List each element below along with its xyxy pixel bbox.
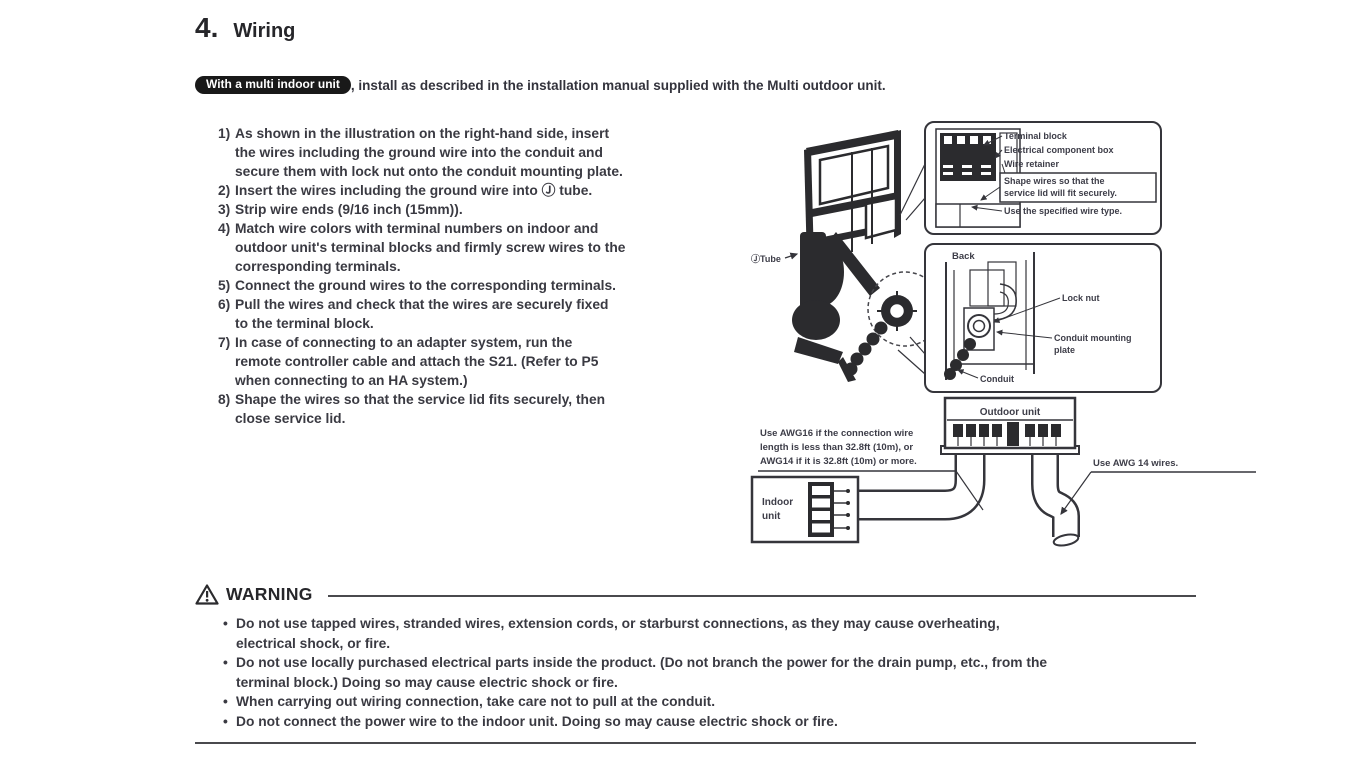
awg-note-line: length is less than 32.8ft (10m), or	[760, 442, 913, 453]
awg-wire-note: Use AWG16 if the connection wire length …	[758, 428, 984, 511]
step-line: remote controller cable and attach the S…	[235, 354, 599, 369]
awg14-note-text: Use AWG 14 wires.	[1093, 458, 1178, 469]
step-line: secure them with lock nut onto the condu…	[235, 164, 623, 179]
step-number: 2)	[218, 183, 231, 198]
step-line: Shape the wires so that the service lid …	[235, 392, 606, 407]
step-line: outdoor unit's terminal blocks and firml…	[235, 240, 626, 255]
tube-label: ⒿTube	[751, 252, 799, 264]
step-number: 1)	[218, 126, 231, 141]
warning-line: Do not connect the power wire to the ind…	[236, 713, 838, 729]
warning-list: • Do not use tapped wires, stranded wire…	[223, 614, 1233, 731]
step-row: 2) Insert the wires including the ground…	[218, 181, 748, 200]
unit-connection-diagram: Outdoor unit Indoor unit	[750, 396, 1256, 547]
callout-lines	[897, 163, 926, 375]
warning-item: • When carrying out wiring connection, t…	[223, 692, 1233, 712]
shape-wires-note-box	[999, 172, 1157, 203]
step-line: Match wire colors with terminal numbers …	[235, 221, 599, 236]
step-number: 6)	[218, 297, 231, 312]
warning-rule	[327, 594, 1196, 597]
warning-title: WARNING	[226, 584, 313, 604]
shape-wires-note: service lid will fit securely.	[1004, 188, 1117, 198]
bullet-dot: •	[223, 655, 228, 670]
step-row: 8) Shape the wires so that the service l…	[218, 390, 748, 428]
bullet-dot: •	[223, 694, 228, 709]
bullet-dot: •	[223, 616, 228, 631]
indoor-unit-box	[750, 475, 860, 544]
conduit-chain	[944, 338, 976, 380]
component-box-label: Electrical component box	[1004, 145, 1114, 155]
intro-line: With a multi indoor unit , install as de…	[195, 76, 886, 94]
warning-item: • Do not connect the power wire to the i…	[223, 712, 1233, 732]
step-line: when connecting to an HA system.)	[235, 373, 468, 388]
warning-line: When carrying out wiring connection, tak…	[236, 694, 716, 709]
warning-line: Do not use locally purchased electrical …	[236, 655, 1048, 670]
step-row: 3) Strip wire ends (9/16 inch (15mm)).	[218, 200, 748, 219]
wire-type-label: Use the specified wire type.	[1004, 206, 1122, 216]
warning-item: • Do not use tapped wires, stranded wire…	[223, 614, 1233, 653]
section-heading: 4. Wiring	[195, 12, 295, 44]
detail-box-terminal: Terminal block Electrical component box …	[924, 121, 1162, 235]
warning-icon	[195, 584, 219, 605]
section-number: 4.	[195, 12, 219, 43]
warning-line: Do not use tapped wires, stranded wires,…	[236, 616, 1000, 631]
outdoor-terminal-strip	[953, 422, 1061, 446]
indoor-unit-label: unit	[762, 511, 781, 522]
step-line: Insert the wires including the ground wi…	[235, 183, 593, 198]
step-number: 3)	[218, 202, 231, 217]
intro-badge: With a multi indoor unit	[195, 76, 351, 94]
warning-header: WARNING	[195, 584, 1196, 605]
step-line: Connect the ground wires to the correspo…	[235, 278, 616, 293]
warning-line: terminal block.) Doing so may cause elec…	[236, 674, 618, 690]
terminal-block-label: Terminal block	[1004, 131, 1068, 141]
bottom-rule	[195, 742, 1196, 744]
step-number: 8)	[218, 392, 231, 407]
main-unit-illustration	[792, 130, 943, 382]
step-line: As shown in the illustration on the righ…	[235, 126, 610, 141]
step-number: 4)	[218, 221, 231, 236]
step-row: 7) In case of connecting to an adapter s…	[218, 333, 748, 390]
step-line: corresponding terminals.	[235, 259, 401, 274]
warning-line: electrical shock, or fire.	[236, 635, 391, 651]
step-line: Strip wire ends (9/16 inch (15mm)).	[235, 202, 463, 217]
step-line: In case of connecting to an adapter syst…	[235, 335, 573, 350]
indoor-unit-label: Indoor	[762, 497, 793, 508]
conduit-mounting-plate-label: Conduit mounting	[1054, 333, 1131, 343]
awg14-note: Use AWG 14 wires.	[1060, 458, 1256, 515]
step-line: Pull the wires and check that the wires …	[235, 297, 609, 312]
lock-nut-label: Lock nut	[1062, 293, 1100, 303]
awg-note-line: Use AWG16 if the connection wire	[760, 428, 913, 439]
step-row: 1) As shown in the illustration on the r…	[218, 124, 748, 181]
step-line: to the terminal block.	[235, 316, 374, 331]
wiring-diagram: ⒿTube Terminal block El	[750, 121, 1256, 547]
page-title: Wiring	[233, 20, 296, 42]
step-row: 4) Match wire colors with terminal numbe…	[218, 219, 748, 276]
instruction-steps: 1) As shown in the illustration on the r…	[218, 124, 748, 428]
conduit-mounting-plate-label: plate	[1054, 345, 1075, 355]
step-row: 5) Connect the ground wires to the corre…	[218, 276, 748, 295]
wire-retainer-label: Wire retainer	[1004, 159, 1059, 169]
warning-item: • Do not use locally purchased electrica…	[223, 653, 1233, 692]
step-row: 6) Pull the wires and check that the wir…	[218, 295, 748, 333]
step-number: 5)	[218, 278, 231, 293]
step-line: the wires including the ground wire into…	[235, 145, 603, 160]
outdoor-unit-label: Outdoor unit	[980, 407, 1041, 418]
step-number: 7)	[218, 335, 231, 350]
step-line: close service lid.	[235, 411, 346, 426]
detail-box-back: Back Lock nut Conduit mounting	[924, 243, 1162, 393]
conduit-label: Conduit	[980, 374, 1014, 384]
tube-label-text: ⒿTube	[751, 253, 781, 264]
bullet-dot: •	[223, 713, 228, 729]
shape-wires-note: Shape wires so that the	[1004, 176, 1105, 186]
back-label: Back	[952, 251, 975, 262]
awg-note-line: AWG14 if it is 32.8ft (10m) or more.	[760, 456, 917, 467]
intro-text: , install as described in the installati…	[350, 77, 886, 93]
